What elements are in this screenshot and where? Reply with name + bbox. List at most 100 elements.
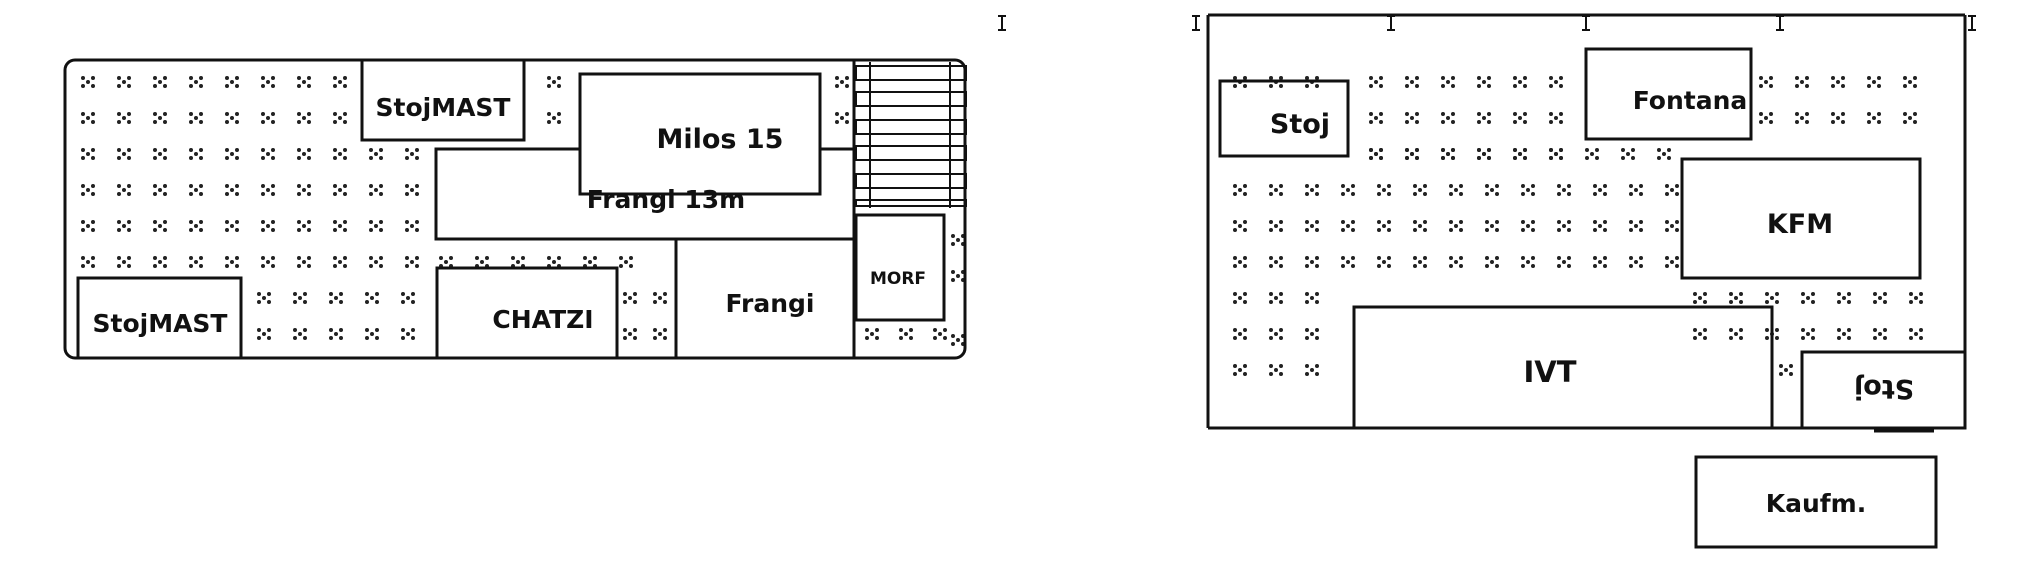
seat-marker (1341, 256, 1355, 268)
seat-marker (333, 220, 347, 232)
seat-marker (1305, 220, 1319, 232)
seat-marker (899, 328, 913, 340)
seat-marker (189, 184, 203, 196)
seat-marker (1233, 292, 1247, 304)
seat-marker (1549, 76, 1563, 88)
right-plan (1206, 13, 1967, 549)
label-frangi: Frangi (726, 289, 815, 318)
seat-marker (1449, 184, 1463, 196)
seat-marker (153, 220, 167, 232)
seat-marker (369, 256, 383, 268)
seat-marker (1629, 256, 1643, 268)
seat-marker (1795, 112, 1809, 124)
label-stoj-rotated: Stoj (1854, 373, 1914, 404)
seat-marker (951, 270, 965, 282)
seat-marker (1405, 76, 1419, 88)
seat-marker (1873, 328, 1887, 340)
seat-marker (81, 256, 95, 268)
seat-marker (293, 328, 307, 340)
seat-marker (1693, 292, 1707, 304)
seat-marker (1867, 112, 1881, 124)
seat-marker (1513, 112, 1527, 124)
seat-marker (653, 292, 667, 304)
seat-marker (189, 148, 203, 160)
seat-marker (1665, 256, 1679, 268)
room-kaufm (1694, 455, 1938, 549)
seat-marker (261, 256, 275, 268)
seat-marker (1867, 76, 1881, 88)
left-plan (63, 58, 967, 360)
label-stojmast-top: StojMAST (376, 93, 511, 122)
seat-marker (401, 328, 415, 340)
seat-marker (1441, 148, 1455, 160)
seat-marker (1477, 112, 1491, 124)
seat-marker (1693, 328, 1707, 340)
seat-marker (1305, 256, 1319, 268)
seat-marker (1305, 328, 1319, 340)
column-marker-icon (998, 15, 1006, 31)
seat-marker (333, 184, 347, 196)
seat-marker (117, 220, 131, 232)
seat-marker (1441, 76, 1455, 88)
seat-marker (189, 76, 203, 88)
seat-marker (1557, 220, 1571, 232)
room-chatzi (435, 266, 619, 360)
room-stoj (1218, 79, 1350, 158)
seat-marker (1233, 256, 1247, 268)
seat-marker (261, 76, 275, 88)
seat-marker (1629, 220, 1643, 232)
seat-marker (1233, 184, 1247, 196)
seat-marker (257, 328, 271, 340)
seat-marker (1903, 112, 1917, 124)
seat-marker (153, 76, 167, 88)
seat-marker (333, 112, 347, 124)
seat-marker (1477, 76, 1491, 88)
seat-marker (81, 112, 95, 124)
seat-marker (1665, 184, 1679, 196)
seat-marker (297, 256, 311, 268)
seat-marker (153, 112, 167, 124)
seat-marker (1549, 148, 1563, 160)
seat-marker (117, 112, 131, 124)
seat-marker (369, 148, 383, 160)
label-frangi-13m: Frangi 13m (587, 185, 745, 214)
seat-marker (405, 220, 419, 232)
room-milos-15 (578, 72, 822, 196)
seat-marker (225, 256, 239, 268)
seat-marker (297, 76, 311, 88)
seat-marker (1801, 292, 1815, 304)
seat-marker (1377, 220, 1391, 232)
seat-marker (1341, 220, 1355, 232)
seat-marker (225, 76, 239, 88)
seat-marker (1269, 364, 1283, 376)
seat-marker (1449, 220, 1463, 232)
seat-marker (1779, 364, 1793, 376)
seat-marker (1795, 76, 1809, 88)
seat-marker (1413, 184, 1427, 196)
label-stoj: Stoj (1270, 109, 1330, 140)
column-marker-icon (1968, 15, 1976, 31)
seat-marker (189, 112, 203, 124)
seat-marker (1369, 112, 1383, 124)
seat-marker (865, 328, 879, 340)
seat-marker (475, 256, 489, 268)
seating-dot-grid (81, 76, 1923, 376)
seat-marker (1831, 112, 1845, 124)
seat-marker (1513, 148, 1527, 160)
seat-marker (189, 220, 203, 232)
seat-marker (1909, 328, 1923, 340)
seat-marker (333, 76, 347, 88)
seat-marker (1629, 184, 1643, 196)
seat-marker (511, 256, 525, 268)
room-kfm (1680, 157, 1922, 280)
room-ivt (1352, 305, 1774, 430)
room-fontana (1584, 47, 1753, 141)
seat-marker (583, 256, 597, 268)
seat-marker (1405, 148, 1419, 160)
seat-marker (261, 112, 275, 124)
seat-marker (1759, 76, 1773, 88)
seat-marker (261, 184, 275, 196)
seat-marker (1837, 292, 1851, 304)
seat-marker (297, 184, 311, 196)
seat-marker (153, 148, 167, 160)
